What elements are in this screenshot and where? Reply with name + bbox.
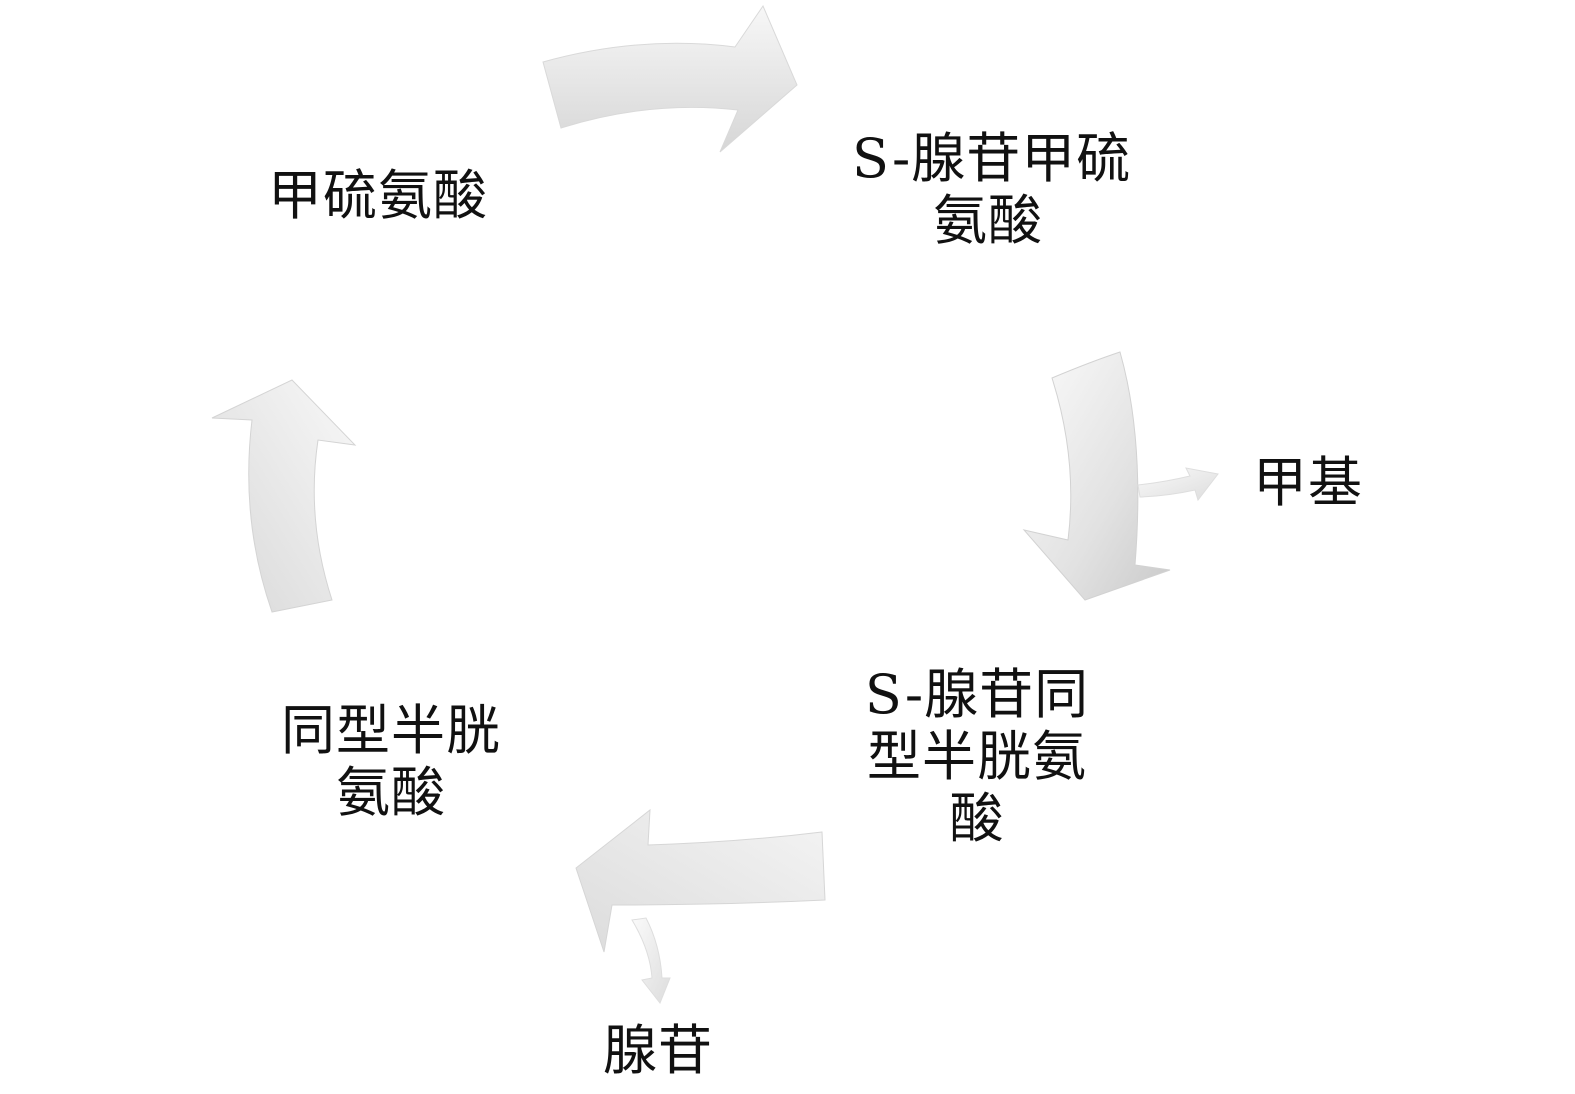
node-sam-line-1: S-腺苷甲硫	[852, 127, 1132, 190]
node-s-adenosylmethionine: S-腺苷甲硫 氨酸	[852, 127, 1132, 252]
node-s-adenosylhomocysteine: S-腺苷同 型半胱氨 酸	[862, 664, 1092, 850]
arrow-homocysteine-to-methionine	[211, 379, 357, 613]
side-product-methyl: 甲基	[1253, 452, 1363, 514]
node-sah-line-1: S-腺苷同	[864, 663, 1090, 726]
arrow-sam-to-sah	[1022, 351, 1171, 601]
node-homocysteine-line-1: 同型半胱	[281, 699, 501, 762]
node-homocysteine: 同型半胱 氨酸	[280, 700, 502, 824]
arrow-methionine-to-sam	[542, 4, 798, 153]
node-sah-line-2: 型半胱氨	[867, 725, 1087, 788]
node-homocysteine-line-2: 氨酸	[336, 761, 446, 824]
branch-adenosine	[631, 917, 671, 1004]
arrow-sah-to-homocysteine	[575, 808, 826, 953]
side-product-methyl-label: 甲基	[1253, 451, 1363, 514]
side-product-adenosine-label: 腺苷	[603, 1019, 713, 1082]
side-product-adenosine: 腺苷	[603, 1020, 713, 1082]
branch-methyl	[1137, 467, 1219, 502]
node-sah-line-3: 酸	[949, 787, 1005, 850]
node-methionine: 甲硫氨酸	[268, 165, 488, 227]
node-methionine-line-1: 甲硫氨酸	[268, 164, 488, 227]
node-sam-line-2: 氨酸	[933, 189, 1043, 252]
